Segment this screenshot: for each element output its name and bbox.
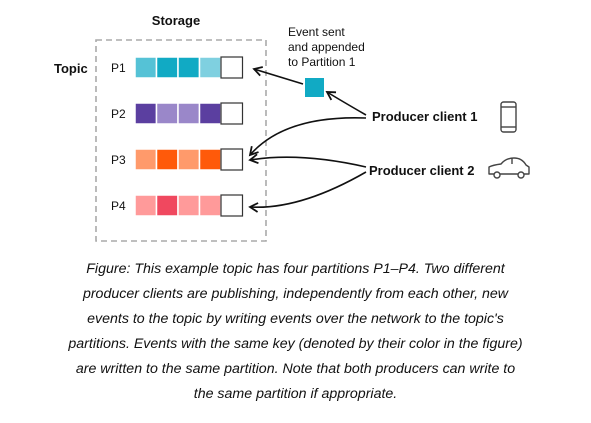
event-cell: [198, 102, 222, 125]
event-cell: [134, 148, 158, 171]
partition-label: P3: [111, 153, 126, 167]
partition-p4: P4: [111, 194, 244, 217]
event-note: Event sent and appended to Partition 1: [288, 25, 365, 69]
event-cell: [177, 102, 201, 125]
event-cell: [134, 194, 158, 217]
caption-line: producer clients are publishing, indepen…: [82, 286, 509, 302]
figure-caption: Figure: This example topic has four part…: [10, 257, 581, 407]
topic-label: Topic: [54, 61, 88, 76]
event-cell: [155, 194, 179, 217]
car-icon: [488, 157, 530, 179]
event-cell: [198, 194, 222, 217]
event-cell: [177, 56, 201, 79]
partition-p2: P2: [111, 102, 244, 125]
caption-line: partitions. Events with the same key (de…: [68, 336, 523, 352]
caption-line: Figure: This example topic has four part…: [86, 261, 505, 277]
arrows: [248, 66, 367, 213]
caption-line: events to the topic by writing events ov…: [87, 311, 504, 327]
partition-p1: P1: [111, 56, 244, 79]
event-note-line: Event sent: [288, 25, 345, 39]
producer-client-1-label: Producer client 1: [372, 109, 477, 124]
event-cell: [134, 102, 158, 125]
empty-event-slot: [220, 102, 244, 125]
arrow-producer2-to-p3: [248, 153, 367, 168]
partition-label: P2: [111, 107, 126, 121]
phone-icon: [500, 101, 517, 133]
event-cell: [134, 56, 158, 79]
empty-event-slot: [220, 56, 244, 79]
event-square: [305, 78, 324, 97]
event-note-line: to Partition 1: [288, 55, 356, 69]
event-cell: [198, 56, 222, 79]
caption-line: the same partition if appropriate.: [193, 386, 398, 402]
partition-label: P1: [111, 61, 126, 75]
partition-label: P4: [111, 199, 126, 213]
event-cell: [155, 56, 179, 79]
arrow-producer1-to-event: [325, 91, 367, 116]
arrow-producer2-to-p4: [248, 171, 367, 213]
producer-client-2-label: Producer client 2: [369, 163, 474, 178]
event-cell: [177, 194, 201, 217]
arrow-event-to-p1: [252, 66, 304, 85]
event-cell: [155, 148, 179, 171]
event-note-line: and appended: [288, 40, 365, 54]
event-cell: [198, 148, 222, 171]
empty-event-slot: [220, 194, 244, 217]
event-cell: [177, 148, 201, 171]
arrow-producer1-to-p3: [248, 116, 367, 157]
partition-p3: P3: [111, 148, 244, 171]
caption-line: are written to the same partition. Note …: [75, 361, 516, 377]
empty-event-slot: [220, 148, 244, 171]
storage-label: Storage: [152, 13, 200, 28]
event-cell: [155, 102, 179, 125]
